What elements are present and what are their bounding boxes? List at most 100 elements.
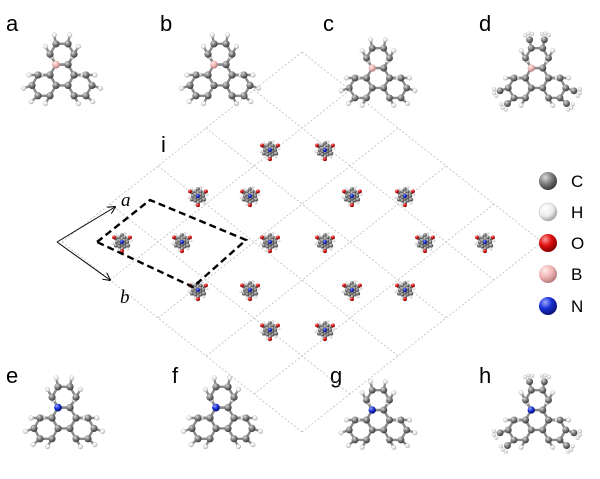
carbon-atom [192,92,200,100]
carbon-atom [240,92,248,100]
carbon-atom [202,291,207,296]
oxygen-atom [323,249,327,254]
carbon-atom [194,435,202,443]
hydrogen-atom [90,99,96,105]
oxygen-atom [260,323,264,328]
hydrogen-atom [359,193,363,196]
carbon-atom [328,328,333,332]
oxygen-atom [423,249,427,254]
carbon-atom [84,435,92,443]
hydrogen-atom [394,196,398,199]
carbon-atom [510,436,518,444]
hydrogen-atom [492,432,497,437]
oxygen-atom [256,283,260,288]
hydrogen-atom [382,37,388,43]
carbon-atom [522,74,529,82]
molecule-a [20,32,104,107]
hydrogen-atom [407,75,413,81]
hydrogen-atom [503,107,508,112]
carbon-atom [351,74,359,82]
carbon-atom [328,240,333,244]
hydrogen-atom [314,150,318,153]
carbon-atom [204,50,212,58]
hydrogen-atom [406,185,410,189]
hydrogen-atom [332,147,336,150]
oxygen-atom [240,189,244,194]
hydrogen-atom [320,249,324,253]
hydrogen-atom [326,319,330,323]
hydrogen-atom [499,444,504,449]
hydrogen-atom [239,196,243,199]
carbon-atom [496,429,504,437]
hydrogen-atom [314,242,318,245]
hydrogen-atom [188,442,194,448]
carbon-atom [570,87,578,95]
oxygen-atom [358,189,362,194]
hydrogen-atom [329,335,333,339]
hydrogen-atom [518,48,524,54]
carbon-atom [504,84,512,92]
carbon-atom [194,414,202,422]
carbon-atom [556,416,564,424]
carbon-atom [54,424,62,432]
hydrogen-atom [406,279,410,283]
hydrogen-atom [577,429,583,434]
carbon-atom [30,424,38,432]
carbon-atom [202,197,207,202]
carbon-atom [188,424,196,432]
hydrogen-atom [265,157,269,161]
carbon-atom [28,81,36,89]
carbon-atom [242,435,250,443]
hydrogen-atom [400,297,404,301]
hydrogen-atom [259,150,263,153]
hydrogen-atom [190,187,194,191]
carbon-atom [380,386,388,394]
hydrogen-atom [499,102,504,107]
nitrogen-atom [267,147,273,153]
hydrogen-atom [326,139,330,143]
hydrogen-atom [332,327,336,330]
carbon-atom [323,140,327,145]
hydrogen-atom [420,249,424,253]
carbon-atom [540,378,548,386]
oxygen-atom [411,283,415,288]
carbon-atom [539,64,547,72]
oxygen-atom [112,235,116,240]
carbon-atom [248,280,252,285]
hydrogen-atom [577,87,583,92]
carbon-atom [350,280,354,285]
hydrogen-atom [211,375,217,381]
grid-line [253,89,495,281]
hydrogen-atom [187,196,191,199]
hydrogen-atom [543,31,548,36]
grid-line [157,165,399,357]
hydrogen-atom [359,102,365,108]
panel-label-c: c [323,11,334,36]
carbon-atom [344,194,349,198]
hydrogen-atom [494,435,499,440]
carbon-atom [527,426,535,434]
carbon-atom [222,40,230,48]
carbon-atom [563,100,570,108]
carbon-atom [186,81,194,89]
carbon-atom [248,186,252,191]
axis-a-arrow [56,207,115,243]
carbon-atom [210,81,218,89]
carbon-atom [125,240,130,244]
carbon-atom [70,50,78,58]
carbon-atom [228,50,236,58]
nitrogen-atom [179,239,185,245]
hydrogen-atom [577,432,582,437]
oxygen-atom [315,323,319,328]
carbon-atom [316,331,321,336]
molecule-d [491,31,583,112]
oxygen-atom [342,189,346,194]
legend-swatch-c [539,172,557,190]
carbon-atom [317,328,322,332]
hydrogen-atom [353,279,357,283]
carbon-atom [70,92,78,100]
grid-line [61,51,303,243]
hydrogen-atom [111,242,115,245]
oxygen-atom [331,143,335,148]
hydrogen-atom [252,415,258,421]
